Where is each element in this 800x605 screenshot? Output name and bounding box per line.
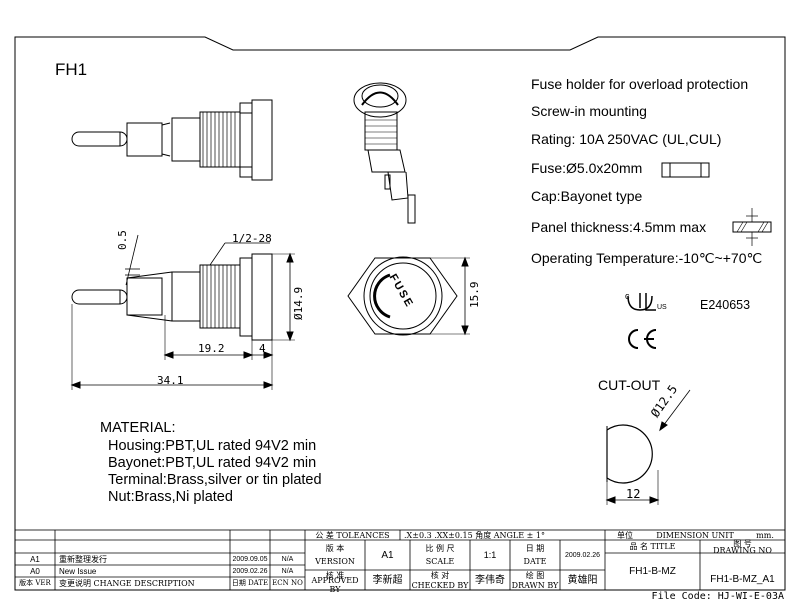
spec-panel: Panel thickness:4.5mm max [531, 219, 707, 235]
perspective-view [353, 82, 416, 224]
revision-date: 2009.02.26 [232, 567, 268, 575]
spec-description: Fuse holder for overload protection [531, 76, 749, 92]
cutout-view [605, 389, 691, 505]
material-item: Bayonet:PBT,UL rated 94V2 min [108, 455, 317, 471]
material-item: Terminal:Brass,silver or tin plated [108, 472, 322, 488]
approved-label-cn: 核 准 [325, 570, 345, 580]
revision-ecn: N/A [281, 567, 294, 575]
dim-flange: 4 [259, 342, 266, 355]
version-value: A1 [381, 549, 394, 561]
revision-desc: New Issue [59, 566, 97, 576]
dim-overall-length: 34.1 [157, 374, 184, 387]
scale-value: 1:1 [483, 549, 497, 560]
rev-header-ecn: ECN NO [272, 579, 303, 587]
drawing-label-cn: 图 号 [733, 539, 752, 548]
revision-date: 2009.09.05 [232, 555, 268, 563]
part-name: FH1 [55, 60, 88, 79]
scale-label-en: SCALE [425, 556, 455, 566]
revision-ver: A0 [30, 566, 40, 576]
drawn-label-cn: 绘 图 [525, 570, 545, 580]
version-label-cn: 版 本 [325, 543, 345, 553]
date-value: 2009.02.26 [564, 551, 601, 559]
drawing-label-en: DRAWING NO [713, 545, 772, 555]
tolerance-label: 公 差 TOLEANCES [315, 530, 390, 540]
rev-header-desc: 变更说明 CHANGE DESCRIPTION [59, 579, 195, 588]
front-view [347, 256, 470, 336]
title-block-grid [14, 529, 786, 591]
file-code: File Code: HJ-WI-E-03A [651, 591, 784, 602]
title-value: FH1-B-MZ [629, 566, 676, 577]
rev-header-ver: 版本 VER [19, 579, 51, 587]
unit-label: 单位 [617, 530, 633, 540]
drawing-no: FH1-B-MZ_A1 [710, 573, 775, 585]
material-item: Housing:PBT,UL rated 94V2 min [108, 438, 317, 454]
spec-fuse: Fuse:Ø5.0x20mm [531, 160, 643, 176]
checked-label-en: CHECKED BY [411, 580, 469, 590]
drawn-by: 黄雄阳 [567, 574, 598, 586]
ul-mark [627, 293, 656, 311]
terminal-blade [71, 131, 128, 147]
dim-hex-width: 15.9 [468, 281, 481, 309]
cutout-label: CUT-OUT [598, 377, 661, 393]
revision-ver: A1 [30, 554, 40, 564]
ul-us-letters: US [657, 304, 667, 311]
spec-temperature: Operating Temperature:-10℃~+70℃ [531, 250, 763, 266]
approved-by: 李新超 [372, 574, 403, 586]
date-label-cn: 日 期 [525, 543, 545, 553]
ce-mark [628, 329, 657, 349]
panel-symbol [732, 208, 772, 246]
revision-desc: 重新整理发行 [59, 554, 107, 564]
spec-rating: Rating: 10A 250VAC (UL,CUL) [531, 131, 722, 147]
scale-label-cn: 比 例 尺 [425, 543, 455, 553]
spec-cap: Cap:Bayonet type [531, 188, 643, 204]
unit-value: DIMENSION UNIT [656, 530, 734, 540]
dim-diameter: Ø14.9 [292, 286, 305, 320]
rev-header-date: 日期 DATE [231, 579, 269, 587]
checked-label-cn: 核 对 [430, 570, 450, 580]
version-label-en: VERSION [315, 556, 355, 566]
material-item: Nut:Brass,Ni plated [108, 489, 233, 505]
unit: mm. [756, 530, 774, 540]
revision-ecn: N/A [281, 555, 294, 563]
drawn-label-en: DRAWN BY [511, 580, 559, 590]
dim-thread: 1/2-28 [232, 232, 272, 245]
dim-cutout-width: 12 [626, 487, 641, 501]
fuse-symbol [661, 162, 710, 178]
ul-c-letter: c [625, 291, 630, 301]
approved-label-en: APPROVED BY [311, 576, 359, 594]
sheet-border [14, 36, 786, 591]
dim-body-length: 19.2 [198, 342, 225, 355]
spec-mounting: Screw-in mounting [531, 103, 647, 119]
title-label: 品 名 TITLE [629, 542, 676, 551]
tolerance-value: .X±0.3 .XX±0.15 角度 ANGLE ± 1° [404, 530, 545, 540]
date-label-en: DATE [523, 556, 547, 566]
side-view-top [71, 99, 273, 181]
material-heading: MATERIAL: [100, 420, 176, 436]
dim-terminal-thickness: 0.5 [116, 230, 129, 250]
checked-by: 李伟奇 [475, 574, 505, 586]
side-view-dimensioned [70, 234, 295, 390]
ul-file-number: E240653 [700, 298, 751, 312]
